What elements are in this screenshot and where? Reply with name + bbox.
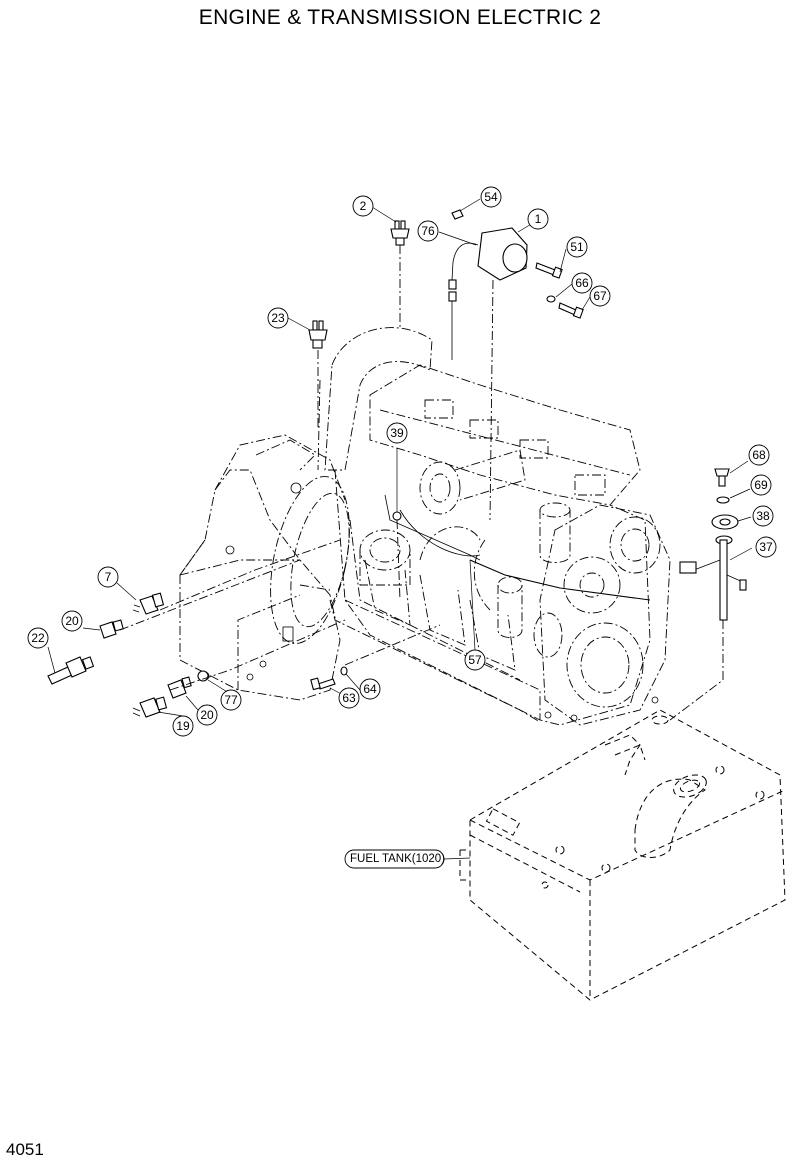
svg-text:63: 63 — [342, 691, 356, 705]
callout-20-a: 20 — [61, 610, 83, 632]
svg-text:39: 39 — [390, 426, 404, 440]
callout-38: 38 — [752, 505, 774, 527]
part-20-adapter-a — [99, 619, 124, 639]
callout-76: 76 — [417, 220, 439, 242]
callout-22: 22 — [27, 627, 49, 649]
engine-block — [317, 327, 671, 726]
fuel-tank-reference-leader — [443, 857, 471, 860]
page-number: 4051 — [6, 1140, 44, 1159]
svg-text:FUEL TANK(1020): FUEL TANK(1020) — [350, 853, 445, 865]
page-title: ENGINE & TRANSMISSION ELECTRIC 2 — [198, 6, 602, 29]
part-23-sender — [308, 320, 328, 349]
fuel-tank — [459, 709, 786, 1001]
part-39-ring — [392, 511, 402, 521]
svg-text:66: 66 — [575, 276, 589, 290]
svg-text:54: 54 — [484, 190, 498, 204]
svg-text:7: 7 — [105, 570, 112, 584]
svg-text:76: 76 — [421, 224, 435, 238]
part-19-sender — [132, 696, 168, 718]
harness-wire — [469, 559, 651, 601]
callout-57: 57 — [464, 649, 486, 671]
svg-text:20: 20 — [200, 708, 214, 722]
part-77-oring — [197, 670, 209, 682]
svg-text:1: 1 — [535, 212, 542, 226]
callout-77: 77 — [220, 689, 242, 711]
part-66-washer — [546, 295, 556, 303]
callout-20-b: 20 — [196, 704, 218, 726]
part-7-sender — [132, 592, 165, 615]
svg-text:19: 19 — [176, 719, 190, 733]
callout-64: 64 — [359, 678, 381, 700]
svg-text:69: 69 — [754, 478, 768, 492]
svg-text:37: 37 — [759, 540, 773, 554]
callout-1: 1 — [527, 208, 549, 230]
part-67-bolt — [558, 302, 584, 319]
callout-23: 23 — [267, 307, 289, 329]
callout-37: 37 — [755, 536, 777, 558]
callout-69: 69 — [750, 474, 772, 496]
callout-68: 68 — [748, 444, 770, 466]
callout-7: 7 — [97, 566, 119, 588]
fuel-tank-reference-label: FUEL TANK(1020) — [344, 849, 445, 869]
svg-text:22: 22 — [31, 631, 45, 645]
part-22-sensor — [47, 656, 95, 685]
part-38-gasket — [711, 514, 739, 530]
callout-19: 19 — [172, 715, 194, 737]
transmission-housing — [179, 434, 346, 701]
callout-54: 54 — [480, 186, 502, 208]
part-1-buzzer — [448, 227, 528, 360]
svg-text:38: 38 — [756, 509, 770, 523]
leader-lines — [47, 198, 753, 721]
svg-text:51: 51 — [570, 240, 584, 254]
callout-39: 39 — [386, 422, 408, 444]
svg-text:67: 67 — [593, 289, 607, 303]
svg-text:64: 64 — [363, 682, 377, 696]
part-2-sender — [390, 220, 410, 246]
part-20-adapter-b — [167, 676, 192, 699]
part-63-bolt — [310, 677, 336, 691]
svg-text:77: 77 — [224, 693, 238, 707]
callout-2: 2 — [352, 195, 374, 217]
callout-63: 63 — [338, 687, 360, 709]
callout-51: 51 — [566, 236, 588, 258]
callout-66: 66 — [571, 272, 593, 294]
part-69-washer — [716, 496, 730, 504]
svg-text:2: 2 — [360, 199, 367, 213]
part-68-screw — [714, 468, 730, 487]
part-64-washer — [340, 666, 348, 676]
svg-text:23: 23 — [271, 311, 285, 325]
part-54-nut — [451, 209, 464, 220]
svg-text:20: 20 — [65, 614, 79, 628]
callout-67: 67 — [589, 285, 611, 307]
part-51-bolt — [535, 262, 563, 279]
flywheel-housing — [270, 476, 350, 644]
svg-text:57: 57 — [468, 653, 482, 667]
part-37-fuel-sender — [679, 535, 747, 621]
svg-text:68: 68 — [752, 448, 766, 462]
